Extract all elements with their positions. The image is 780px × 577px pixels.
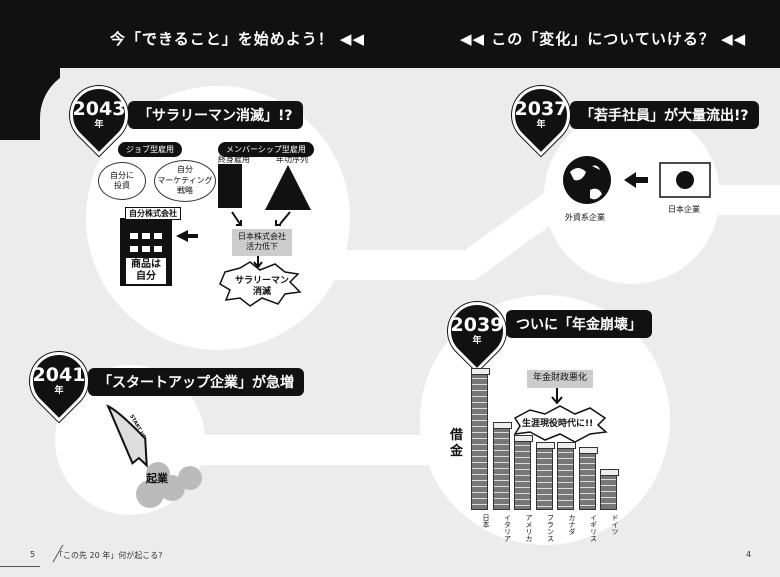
seniority-label: 年功序列	[276, 155, 308, 164]
flow-arrows	[231, 211, 291, 269]
header-right: ◀◀ この「変化」についていける？ ◀◀	[460, 30, 747, 48]
office-building-icon	[218, 164, 242, 208]
top-band	[0, 0, 780, 68]
company-text: 商品は 自分	[131, 259, 161, 282]
startup-label: 起業	[146, 472, 168, 485]
bar-4	[557, 441, 576, 510]
arrow-left-icon-2	[624, 172, 648, 188]
rocket-icon	[106, 404, 202, 508]
year-unit: 年	[94, 120, 104, 130]
bar-3	[535, 441, 555, 510]
bar-0	[471, 368, 490, 510]
membership-tag: メンバーシップ型雇用	[218, 142, 314, 157]
header-left: 今「できること」を始めよう！ ◀◀	[110, 30, 365, 48]
burst-shape-2	[513, 405, 608, 443]
running-title: 「この先 20 年」何が起こる?	[55, 551, 163, 560]
page-number-right: 4	[746, 550, 752, 559]
title-2039: ついに「年金崩壊」	[506, 310, 652, 338]
bar-label: アメリカ	[525, 514, 533, 542]
burst-text: サラリーマン 消滅	[234, 276, 289, 297]
circle-2037	[544, 108, 720, 284]
year-unit: 年	[536, 120, 546, 130]
footer-rule	[0, 566, 40, 567]
bar-label: カナダ	[568, 514, 576, 535]
company-sign: 自分株式会社	[125, 207, 181, 220]
cloud-invest: 自分に 投資	[98, 162, 146, 200]
bar-5	[578, 446, 598, 510]
lifetime-label: 終身雇用	[218, 155, 250, 164]
job-type-tag: ジョブ型雇用	[118, 142, 182, 157]
title-2041: 「スタートアップ企業」が急増	[88, 368, 304, 396]
burst-shape	[219, 261, 302, 307]
decline-box: 日本株式会社 活力低下	[232, 229, 292, 256]
title-2037: 「若手社員」が大量流出!?	[570, 101, 759, 129]
year-unit: 年	[472, 336, 482, 346]
page-number-left: 5	[30, 550, 36, 559]
year-2041: 2041	[32, 364, 86, 386]
bar-label: フランス	[546, 514, 555, 542]
arrow-left-icon	[176, 230, 198, 242]
bar-1	[492, 422, 512, 510]
pyramid-icon	[265, 165, 311, 210]
year-2043: 2043	[72, 98, 126, 120]
globe-icon	[563, 156, 611, 204]
pension-box: 年金財政悪化	[527, 370, 594, 388]
japan-company-label: 日本企業	[668, 205, 700, 214]
foreign-company-label: 外資系企業	[565, 213, 605, 222]
cloud-marketing: 自分 マーケティング 戦略	[154, 160, 216, 202]
bar-label: 日本	[482, 514, 490, 528]
year-2037: 2037	[514, 98, 568, 120]
chart-ylabel: 借金	[450, 428, 464, 459]
bar-6	[600, 468, 619, 510]
bar-label: イギリス	[589, 514, 598, 542]
bar-label: イタリア	[503, 514, 512, 542]
bar-label: ドイツ	[611, 514, 619, 535]
bar-2	[514, 435, 533, 510]
title-2043: 「サラリーマン消滅」!?	[128, 101, 303, 129]
burst-text-2: 生涯現役時代に!!	[522, 419, 594, 429]
year-2039: 2039	[450, 314, 504, 336]
year-unit: 年	[54, 386, 64, 396]
